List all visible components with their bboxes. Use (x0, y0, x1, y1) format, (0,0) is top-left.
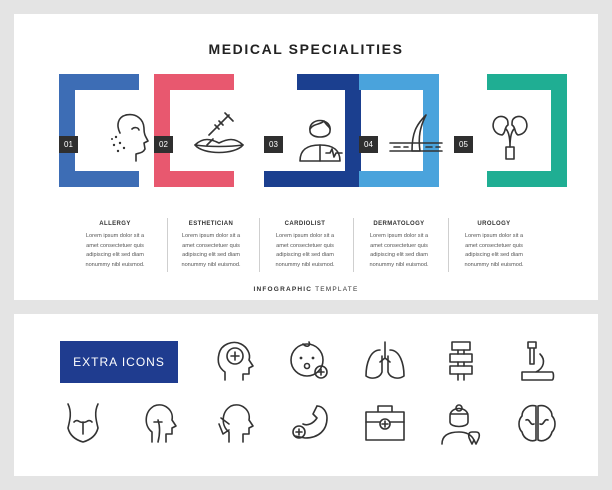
desc-line: amet consectetuer quis (86, 242, 144, 249)
desc-line: adipiscing elit sed diam (370, 252, 428, 258)
dentist-icon (441, 404, 481, 445)
stage-3-number: 03 (264, 136, 283, 153)
divider (448, 218, 449, 272)
first-aid-kit-icon (365, 405, 405, 441)
lip-injection-icon (194, 112, 244, 154)
divider (259, 218, 260, 272)
desc-line: adipiscing elit sed diam (182, 252, 240, 258)
desc-line: Lorem ipsum dolor sit a (464, 233, 524, 239)
hair-follicle-icon (389, 114, 443, 152)
infographic-panel: MEDICAL SPECIALITIES 01 02 03 04 (14, 14, 598, 300)
desc-line: Lorem ipsum dolor sit a (85, 233, 145, 239)
desc-line: amet consectetuer quis (370, 242, 428, 249)
page-title: MEDICAL SPECIALITIES (208, 41, 404, 57)
stage-1-number: 01 (59, 136, 78, 153)
stage-5-frame (487, 74, 567, 187)
stage-2-description: ESTHETICIAN Lorem ipsum dolor sit a amet … (168, 221, 254, 270)
stage-1-label: ALLERGY (99, 221, 131, 227)
desc-line: amet consectetuer quis (276, 242, 334, 249)
brain-icon (518, 404, 556, 442)
footer-bold: INFOGRAPHIC (253, 286, 313, 293)
desc-line: adipiscing elit sed diam (86, 252, 144, 258)
desc-line: amet consectetuer quis (465, 242, 523, 249)
stage-5-label: UROLOGY (477, 221, 511, 227)
stage-2-label: ESTHETICIAN (188, 221, 234, 227)
female-reproductive-icon (67, 403, 99, 443)
desc-line: nonummy nibl euismod. (464, 261, 524, 268)
desc-line: adipiscing elit sed diam (276, 252, 334, 258)
strong-arm-icon (292, 405, 328, 439)
baby-face-icon (290, 341, 328, 379)
stage-1-description: ALLERGY Lorem ipsum dolor sit a amet cons… (72, 221, 158, 270)
stage-2-number: 02 (154, 136, 173, 153)
stage-3-frame (264, 74, 377, 187)
microscope-icon (521, 341, 555, 381)
lungs-icon (365, 341, 405, 379)
stage-4-frame (359, 74, 439, 187)
ent-head-icon (218, 404, 254, 443)
stage-1-frame (59, 74, 139, 187)
footer-light: TEMPLATE (315, 286, 359, 293)
kidneys-icon (492, 115, 528, 160)
divider (167, 218, 168, 272)
desc-line: nonummy nibl euismod. (369, 261, 429, 268)
desc-line: nonummy nibl euismod. (85, 261, 145, 268)
stage-4-label: DERMATOLOGY (373, 221, 425, 227)
desc-line: amet consectetuer quis (182, 242, 240, 249)
allergy-face-icon (111, 113, 149, 162)
desc-line: adipiscing elit sed diam (465, 252, 523, 258)
stage-2-frame (154, 74, 234, 187)
desc-line: nonummy nibl euismod. (275, 261, 335, 268)
stage-4-number: 04 (359, 136, 378, 153)
throat-head-icon (145, 404, 177, 443)
footer-caption: INFOGRAPHIC TEMPLATE (14, 286, 598, 293)
brain-head-icon (217, 341, 254, 381)
desc-line: Lorem ipsum dolor sit a (181, 233, 241, 239)
desc-line: Lorem ipsum dolor sit a (369, 233, 429, 239)
desc-line: nonummy nibl euismod. (181, 261, 241, 268)
cardiologist-icon (299, 119, 343, 162)
divider (353, 218, 354, 272)
extra-icons-panel: EXTRA ICONS (14, 314, 598, 476)
stage-3-description: CARDIOLIST Lorem ipsum dolor sit a amet c… (262, 221, 348, 270)
stage-5-number: 05 (454, 136, 473, 153)
stage-3-label: CARDIOLIST (284, 221, 326, 227)
desc-line: Lorem ipsum dolor sit a (275, 233, 335, 239)
spine-icon (449, 341, 473, 381)
stage-5-description: UROLOGY Lorem ipsum dolor sit a amet cons… (451, 221, 537, 270)
extra-icons-banner: EXTRA ICONS (60, 341, 178, 383)
stage-4-description: DERMATOLOGY Lorem ipsum dolor sit a amet … (356, 221, 442, 270)
